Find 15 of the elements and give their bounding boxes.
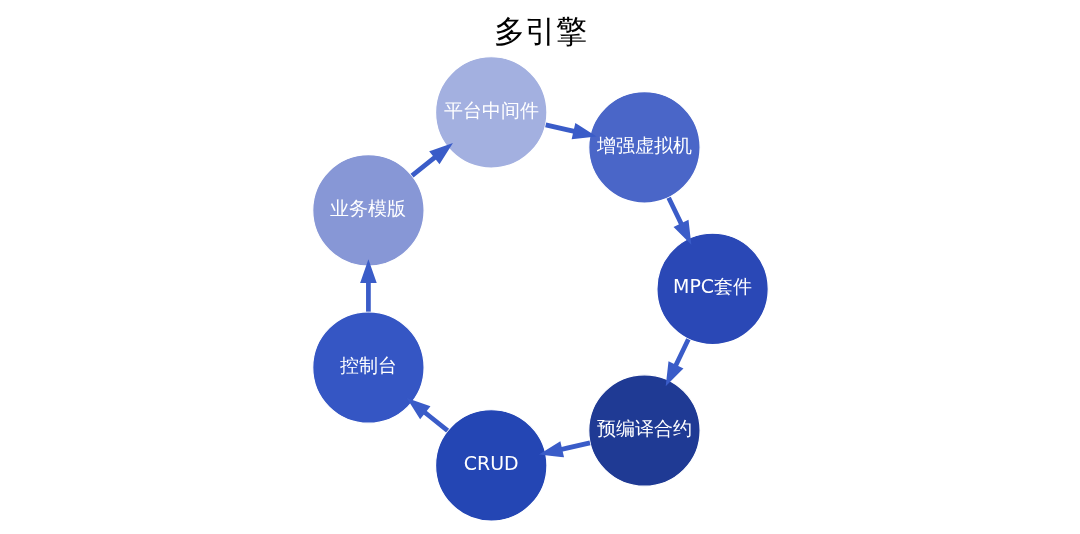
arrow [666, 196, 691, 245]
diagram-title: 多引擎 [493, 13, 587, 50]
arrow [665, 338, 690, 387]
arrow [406, 398, 449, 433]
node-circle: 平台中间件 [434, 56, 547, 169]
node-circle: MPC套件 [655, 232, 769, 346]
node-circle: 业务模版 [311, 154, 425, 267]
node-circle: 预编译合约 [587, 374, 701, 487]
node-circle: CRUD [434, 409, 547, 522]
arrow [544, 122, 597, 140]
node-circle: 控制台 [311, 311, 425, 424]
arrow [410, 142, 453, 178]
node-circle: 增强虚拟机 [587, 91, 701, 204]
arrow [538, 440, 590, 458]
arrow [359, 259, 377, 312]
